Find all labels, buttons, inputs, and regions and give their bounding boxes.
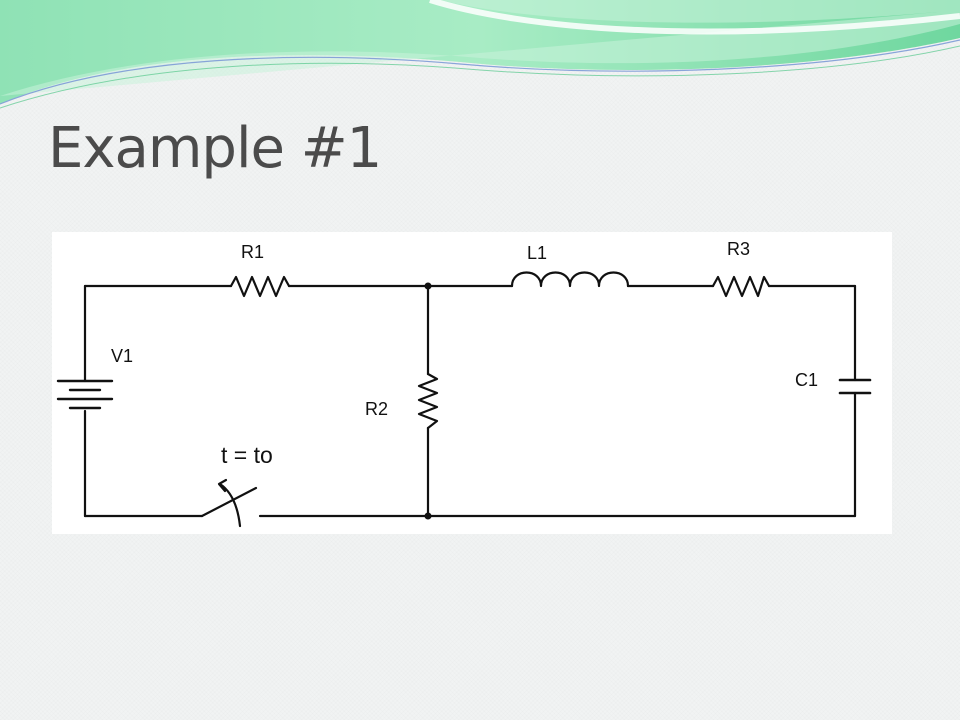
junction-bottom: [424, 512, 432, 520]
resistor-r2-symbol: [417, 372, 439, 430]
label-r3: R3: [727, 239, 750, 259]
label-l1: L1: [527, 243, 547, 263]
junction-top: [424, 282, 432, 290]
switch-actuator-arrowhead: [217, 478, 228, 493]
resistor-r3-symbol: [711, 275, 771, 298]
label-v1: V1: [111, 346, 133, 366]
label-r2: R2: [365, 399, 388, 419]
label-switch-time: t = to: [221, 442, 273, 468]
switch-blade: [200, 486, 258, 518]
inductor-l1-symbol: [510, 271, 630, 288]
header-wave-decoration: [0, 0, 960, 109]
resistor-r1-symbol: [229, 275, 291, 298]
slide-title: Example #1: [48, 116, 382, 181]
label-r1: R1: [241, 242, 264, 262]
switch-actuator-arrow: [218, 482, 242, 528]
label-c1: C1: [795, 370, 818, 390]
